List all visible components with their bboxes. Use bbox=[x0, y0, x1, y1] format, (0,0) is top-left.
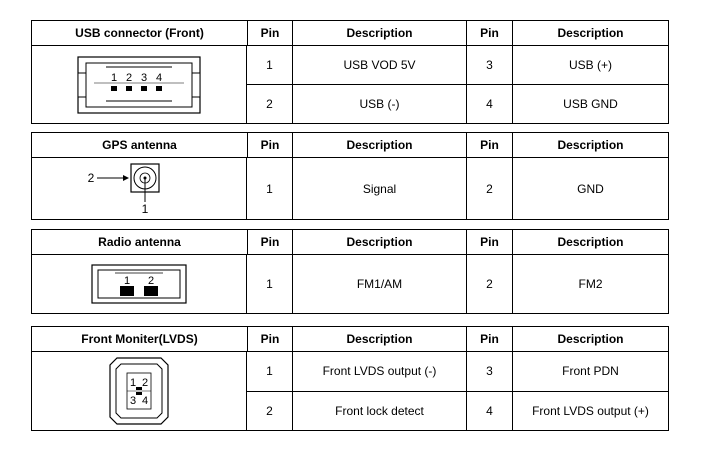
description-cell: GND bbox=[512, 158, 668, 219]
header-description: Description bbox=[292, 133, 466, 157]
connector-title: Radio antenna bbox=[98, 235, 181, 249]
connector-title: Front Moniter(LVDS) bbox=[81, 332, 198, 346]
connector-title: USB connector (Front) bbox=[75, 26, 204, 40]
description-cell: Front PDN bbox=[512, 352, 668, 391]
description-cell: FM2 bbox=[512, 255, 668, 313]
header-pin: Pin bbox=[247, 133, 292, 157]
pin-cell: 1 bbox=[266, 364, 273, 379]
pin-cell: 2 bbox=[266, 97, 273, 111]
header-description: Description bbox=[512, 133, 668, 157]
pin-label: 1 bbox=[111, 72, 117, 84]
header-pin: Pin bbox=[466, 230, 512, 254]
header-description: Description bbox=[292, 327, 466, 351]
pin-label: 4 bbox=[156, 72, 162, 84]
table-header-row: Radio antenna Pin Description Pin Descri… bbox=[32, 230, 668, 254]
pin-contact bbox=[111, 85, 117, 91]
pin-contact bbox=[126, 85, 132, 91]
description-cell: USB (-) bbox=[292, 85, 466, 123]
pin-cell: 1 bbox=[266, 181, 273, 196]
header-pin: Pin bbox=[466, 327, 512, 351]
table-row: 2 Front lock detect 4 Front LVDS output … bbox=[247, 390, 668, 430]
table-header-row: USB connector (Front) Pin Description Pi… bbox=[32, 21, 668, 45]
pin-label: 3 bbox=[130, 395, 136, 407]
description-cell: Signal bbox=[292, 158, 466, 219]
front-monitor-lvds-table: Front Moniter(LVDS) Pin Description Pin … bbox=[31, 326, 669, 431]
table-row: 1 Signal 2 GND bbox=[247, 158, 668, 219]
pin-cell: 4 bbox=[466, 391, 512, 430]
pin-contact bbox=[144, 286, 158, 296]
header-description: Description bbox=[292, 230, 466, 254]
header-pin: Pin bbox=[466, 21, 512, 45]
pin-cell: 3 bbox=[466, 46, 512, 84]
header-pin: Pin bbox=[466, 133, 512, 157]
gps-antenna-diagram: 2 1 bbox=[32, 158, 247, 219]
pin-label: 4 bbox=[142, 395, 148, 407]
radio-antenna-table: Radio antenna Pin Description Pin Descri… bbox=[31, 229, 669, 314]
radio-antenna-diagram: 1 2 bbox=[32, 255, 247, 313]
pin-cell: 4 bbox=[466, 85, 512, 123]
connector-title: GPS antenna bbox=[102, 138, 177, 152]
pin-label: 2 bbox=[148, 275, 154, 287]
pin-cell: 3 bbox=[466, 352, 512, 391]
description-cell: Front lock detect bbox=[292, 391, 466, 430]
description-cell: Front LVDS output (-) bbox=[292, 352, 466, 391]
pin-cell: 2 bbox=[266, 403, 273, 418]
header-pin: Pin bbox=[247, 230, 292, 254]
header-description: Description bbox=[512, 21, 668, 45]
pin-label: 2 bbox=[88, 171, 95, 185]
description-cell: USB GND bbox=[512, 85, 668, 123]
pin-label: 1 bbox=[130, 377, 136, 389]
table-header-row: GPS antenna Pin Description Pin Descript… bbox=[32, 133, 668, 157]
pin-cell: 1 bbox=[266, 277, 273, 291]
pin-cell: 2 bbox=[466, 158, 512, 219]
lvds-connector-diagram: 1 2 3 4 bbox=[32, 352, 247, 430]
pin-contact bbox=[156, 85, 162, 91]
table-row: 2 USB (-) 4 USB GND bbox=[247, 84, 668, 123]
table-row: 1 FM1/AM 2 FM2 bbox=[247, 255, 668, 313]
gps-antenna-table: GPS antenna Pin Description Pin Descript… bbox=[31, 132, 669, 220]
pin-label: 2 bbox=[142, 377, 148, 389]
description-cell: FM1/AM bbox=[292, 255, 466, 313]
table-header-row: Front Moniter(LVDS) Pin Description Pin … bbox=[32, 327, 668, 351]
table-row: 1 USB VOD 5V 3 USB (+) bbox=[247, 46, 668, 84]
pin-cell: 2 bbox=[466, 255, 512, 313]
pin-label: 3 bbox=[141, 72, 147, 84]
pin-contact bbox=[141, 85, 147, 91]
pin-cell: 1 bbox=[266, 58, 273, 72]
pin-label: 1 bbox=[142, 202, 149, 216]
header-description: Description bbox=[512, 230, 668, 254]
description-cell: USB (+) bbox=[512, 46, 668, 84]
usb-connector-table: USB connector (Front) Pin Description Pi… bbox=[31, 20, 669, 124]
description-cell: USB VOD 5V bbox=[292, 46, 466, 84]
header-pin: Pin bbox=[247, 327, 292, 351]
header-description: Description bbox=[512, 327, 668, 351]
table-row: 1 Front LVDS output (-) 3 Front PDN bbox=[247, 352, 668, 391]
pin-label: 1 bbox=[124, 275, 130, 287]
pin-label: 2 bbox=[126, 72, 132, 84]
header-description: Description bbox=[292, 21, 466, 45]
pin-contact bbox=[120, 286, 134, 296]
header-pin: Pin bbox=[247, 21, 292, 45]
usb-connector-diagram: 1 2 3 4 bbox=[32, 46, 247, 123]
description-cell: Front LVDS output (+) bbox=[512, 391, 668, 430]
